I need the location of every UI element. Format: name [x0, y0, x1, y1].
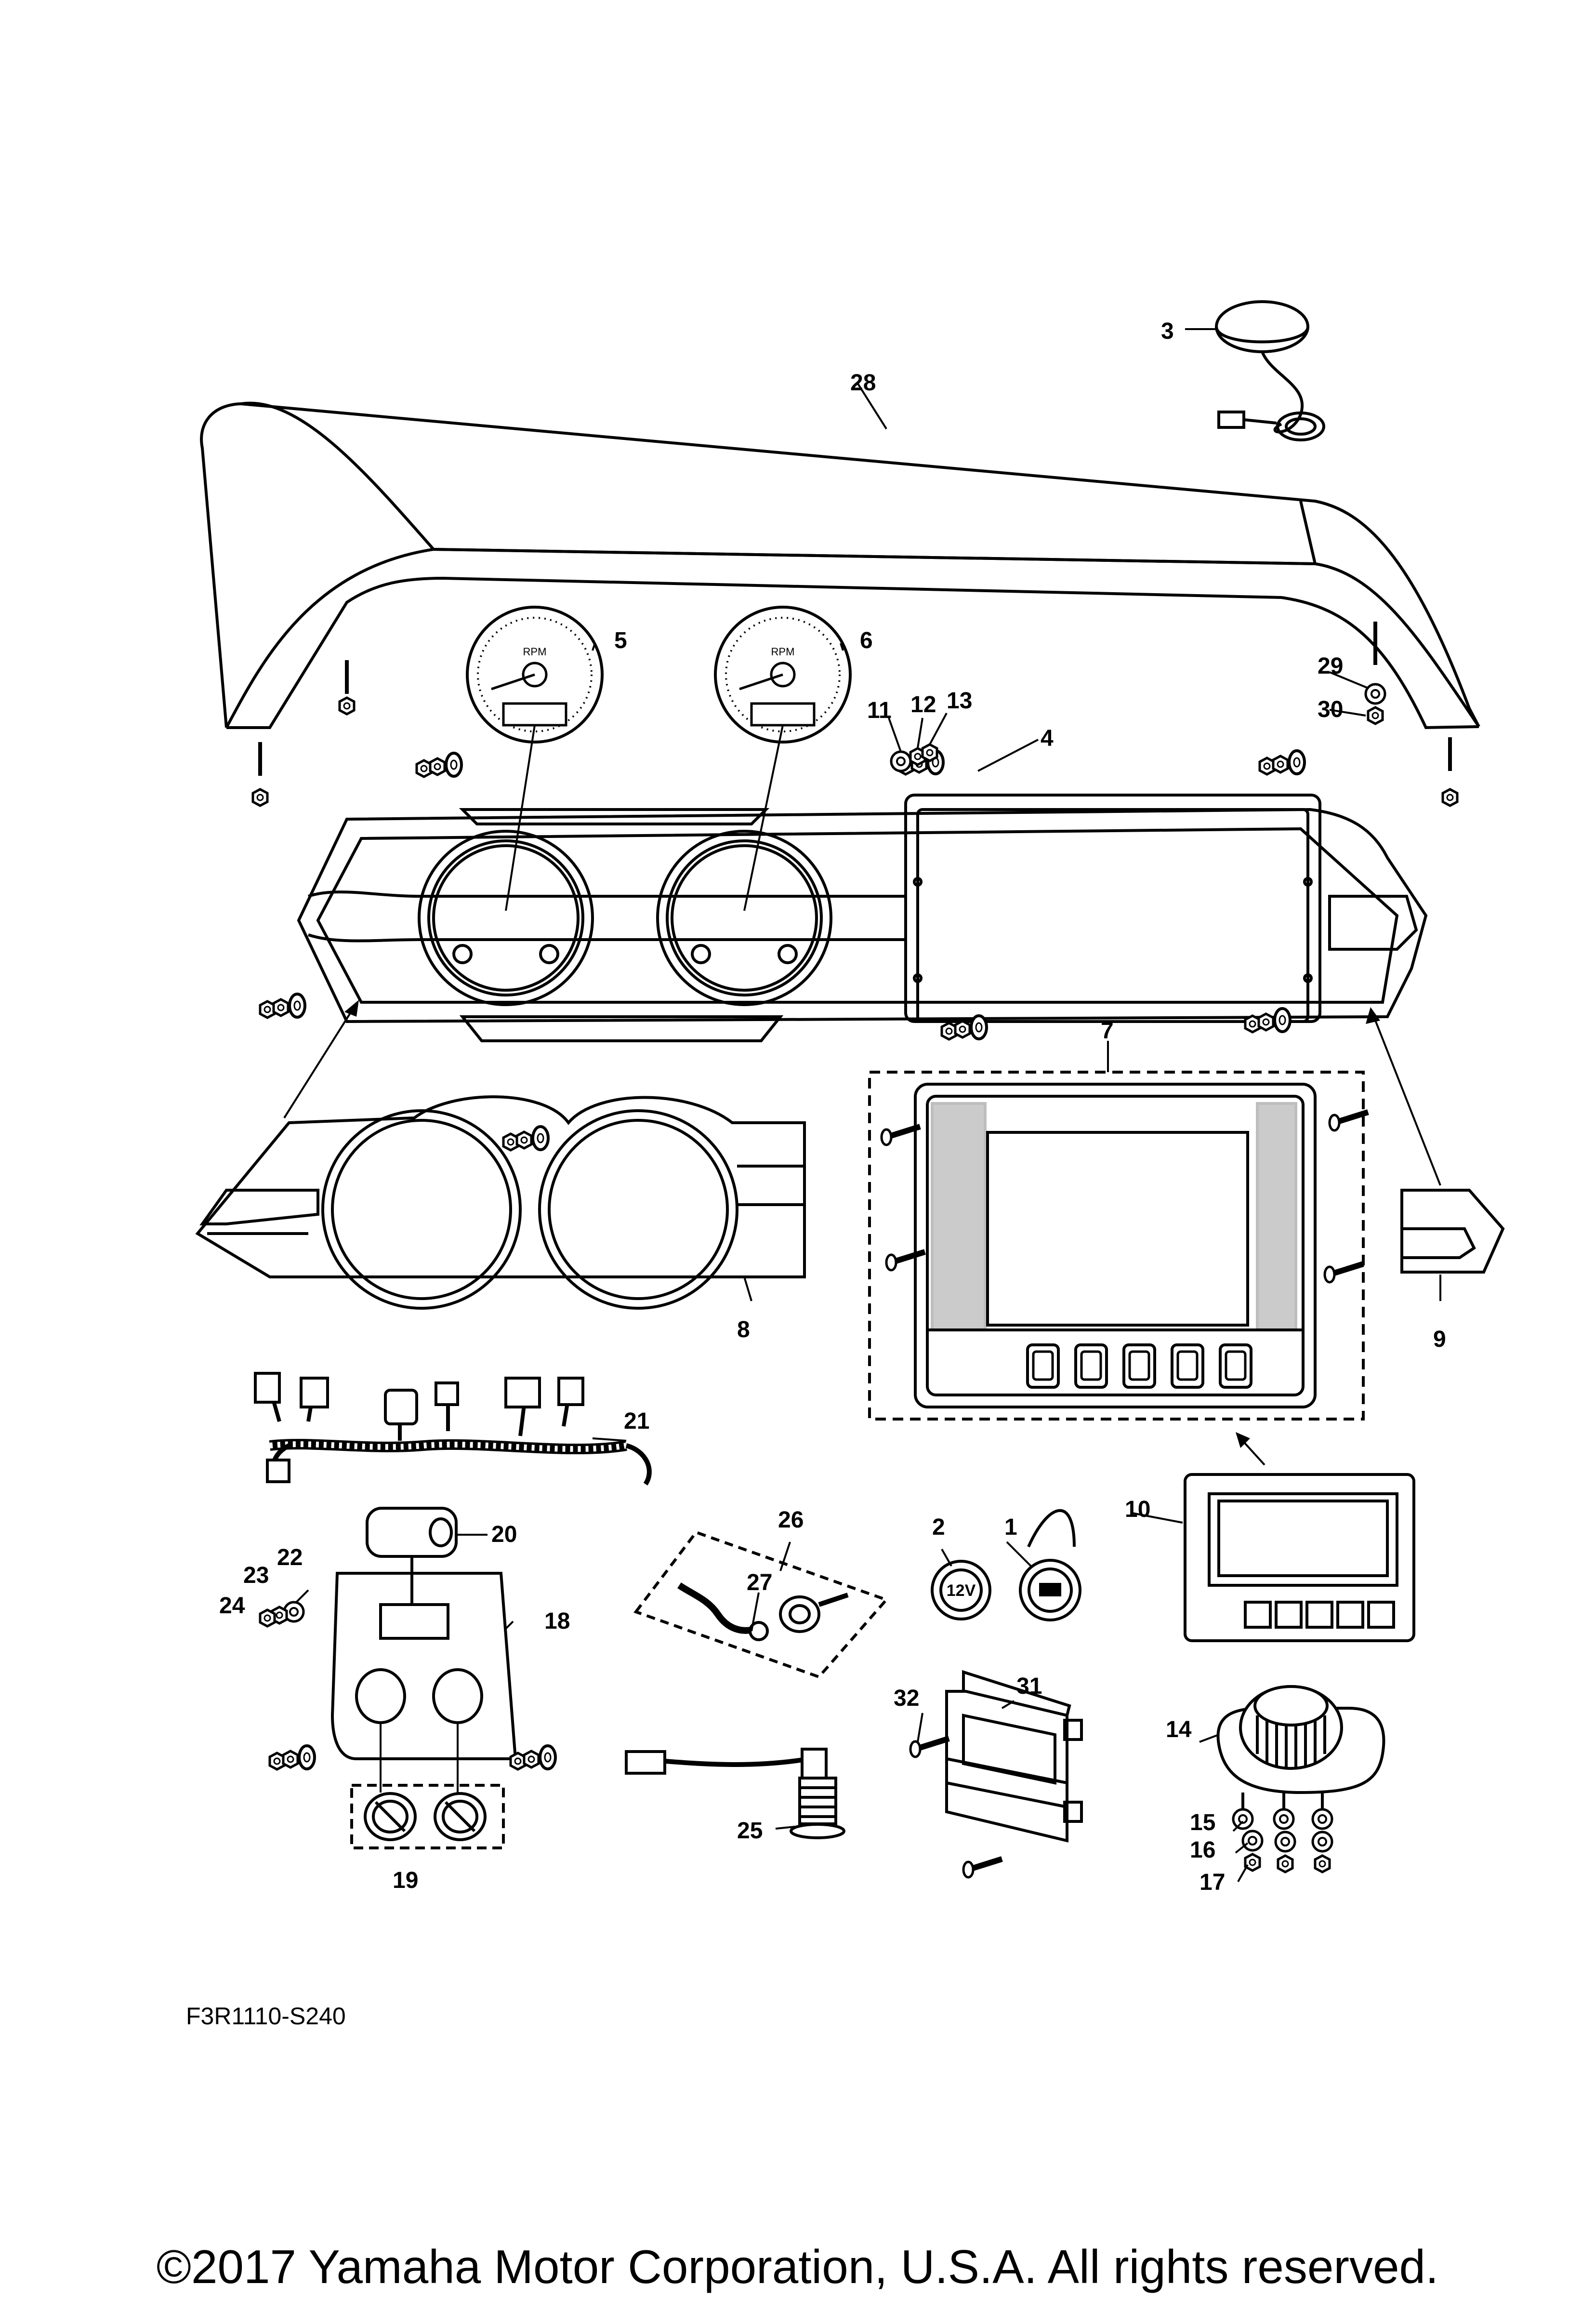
callout-26: 26 — [778, 1507, 804, 1533]
gauge-rpm-label: RPM — [523, 646, 547, 658]
wire-harness — [254, 1372, 652, 1486]
callout-4: 4 — [1041, 726, 1054, 751]
callout-10: 10 — [1125, 1497, 1150, 1522]
callout-32: 32 — [894, 1686, 919, 1711]
callout-28: 28 — [850, 370, 876, 396]
copyright-notice: ©2017 Yamaha Motor Corporation, U.S.A. A… — [156, 2240, 1439, 2293]
callout-17: 17 — [1200, 1870, 1225, 1895]
callout-11: 11 — [867, 698, 892, 723]
gauge-bezel — [195, 1095, 806, 1310]
tachometer-left: RPM — [466, 606, 604, 744]
control-module — [945, 1670, 1083, 1843]
arrow-side-trim — [1372, 1014, 1441, 1186]
callout-18: 18 — [544, 1608, 570, 1634]
callout-19: 19 — [393, 1868, 418, 1893]
tachometer-right: RPM — [714, 606, 852, 744]
callout-15: 15 — [1190, 1810, 1215, 1835]
side-trim — [1400, 1189, 1505, 1274]
gauge-leaders — [505, 725, 784, 911]
joystick — [1216, 1685, 1385, 1812]
switch-panel — [330, 1572, 517, 1760]
dash-panel — [297, 794, 1428, 1042]
socket-12v-label: 12V — [947, 1581, 976, 1600]
callout-14: 14 — [1166, 1717, 1192, 1742]
callout-31: 31 — [1016, 1673, 1042, 1699]
callout-leaders — [295, 328, 1441, 1882]
callout-25: 25 — [737, 1818, 763, 1844]
callout-20: 20 — [491, 1522, 517, 1547]
callout-2: 2 — [932, 1514, 945, 1540]
display-unit — [1184, 1473, 1415, 1642]
gauge-rpm-label-2: RPM — [771, 646, 795, 658]
callout-5: 5 — [614, 628, 627, 653]
key-switch-kit — [633, 1530, 889, 1679]
callout-3: 3 — [1161, 319, 1174, 344]
console-cover — [200, 401, 1480, 730]
callout-16: 16 — [1190, 1837, 1215, 1863]
callout-24: 24 — [219, 1593, 245, 1619]
transducer — [625, 1748, 845, 1839]
callout-12: 12 — [910, 692, 936, 717]
switch — [366, 1507, 458, 1605]
callout-1: 1 — [1004, 1514, 1017, 1540]
gps-antenna — [1215, 300, 1325, 441]
display-assembly-group — [868, 1071, 1365, 1421]
callout-8: 8 — [737, 1317, 750, 1342]
callout-6: 6 — [860, 628, 873, 653]
callout-27: 27 — [747, 1570, 772, 1595]
knob-pair — [350, 1784, 505, 1849]
callout-22: 22 — [277, 1545, 303, 1570]
arrow-bezel — [283, 1006, 355, 1119]
callout-29: 29 — [1318, 653, 1343, 679]
usb-socket — [1019, 1509, 1081, 1621]
callout-30: 30 — [1318, 697, 1343, 722]
callout-21: 21 — [624, 1408, 649, 1434]
knob-leaders — [380, 1723, 459, 1793]
socket-12v: 12V — [931, 1560, 991, 1620]
diagram-code: F3R1110-S240 — [186, 2003, 346, 2030]
console-studs — [258, 622, 1452, 776]
callout-7: 7 — [1101, 1018, 1114, 1044]
callout-23: 23 — [243, 1563, 269, 1588]
callout-13: 13 — [947, 688, 972, 714]
callout-9: 9 — [1433, 1327, 1446, 1352]
